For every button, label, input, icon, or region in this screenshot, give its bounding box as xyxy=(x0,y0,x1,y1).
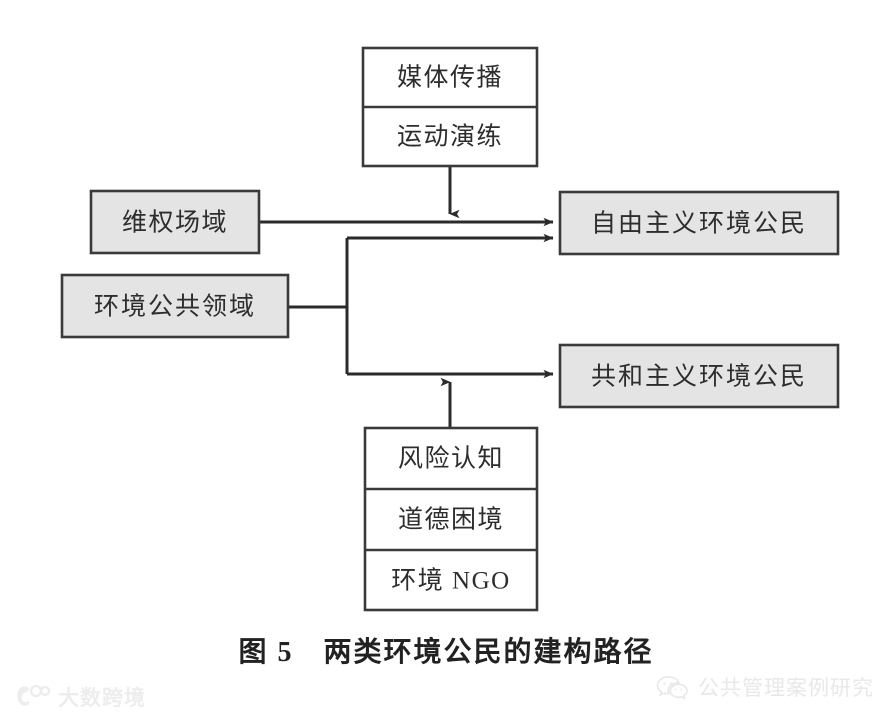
box-label-environmental-ngo: 环境 NGO xyxy=(391,567,510,595)
box-environmental-public-sphere: 环境公共领域 xyxy=(60,273,290,339)
box-republican-environmental-citizen-outline xyxy=(558,343,840,409)
risk-morality-ngo-stack: 风险认知 道德困境 环境 NGO xyxy=(363,426,539,612)
risk-morality-ngo-stack-outline xyxy=(363,426,539,612)
box-label-media-communication: 媒体传播 xyxy=(397,64,503,92)
box-republican-environmental-citizen: 共和主义环境公民 xyxy=(558,343,840,409)
box-label-moral-dilemma: 道德困境 xyxy=(398,506,504,534)
box-label-risk-perception: 风险认知 xyxy=(398,445,504,473)
box-liberal-environmental-citizen: 自由主义环境公民 xyxy=(558,190,840,256)
box-label-environmental-public-sphere: 环境公共领域 xyxy=(94,293,256,321)
box-rights-defense-field: 维权场域 xyxy=(89,189,261,255)
box-label-republican-environmental-citizen: 共和主义环境公民 xyxy=(591,363,807,391)
figure-caption: 图 5 两类环境公民的建构路径 xyxy=(238,637,654,668)
box-liberal-environmental-citizen-outline xyxy=(558,190,840,256)
media-practice-stack: 媒体传播 运动演练 xyxy=(361,46,539,168)
box-rights-defense-field-outline xyxy=(89,189,261,255)
box-label-movement-rehearsal: 运动演练 xyxy=(397,123,503,151)
box-environmental-public-sphere-outline xyxy=(60,273,290,339)
box-label-rights-defense-field: 维权场域 xyxy=(122,209,228,237)
box-label-liberal-environmental-citizen: 自由主义环境公民 xyxy=(591,210,807,238)
